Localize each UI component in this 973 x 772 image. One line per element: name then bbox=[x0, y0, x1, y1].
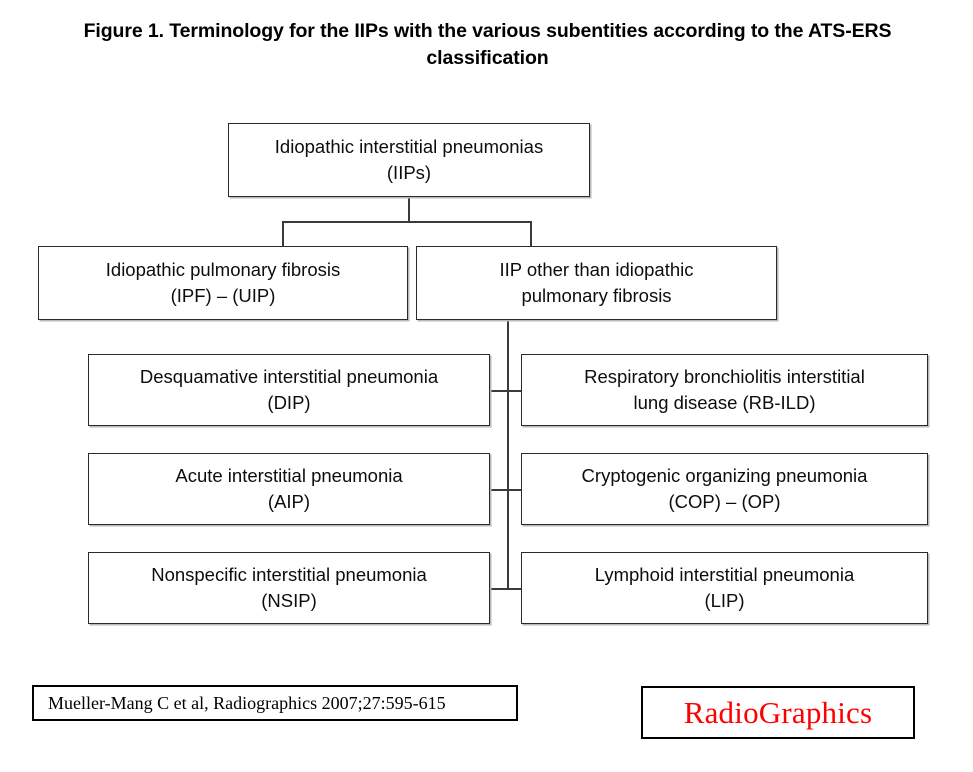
node-ipf-line-1: Idiopathic pulmonary fibrosis bbox=[105, 259, 341, 280]
node-aip-line-2: (AIP) bbox=[267, 491, 311, 512]
node-aip-line-1: Acute interstitial pneumonia bbox=[175, 465, 403, 486]
node-respiratory-bronchiolitis-ild[interactable]: Respiratory bronchiolitis interstitial l… bbox=[521, 354, 928, 426]
figure-title: Figure 1. Terminology for the IIPs with … bbox=[30, 18, 945, 72]
connector-stub-aip bbox=[490, 489, 508, 491]
connector-stub-lip bbox=[507, 588, 521, 590]
node-lip-line-1: Lymphoid interstitial pneumonia bbox=[594, 564, 855, 585]
node-cryptogenic-organizing-pneumonia[interactable]: Cryptogenic organizing pneumonia (COP) –… bbox=[521, 453, 928, 525]
figure-title-line-2: classification bbox=[426, 47, 549, 69]
citation-box: Mueller-Mang C et al, Radiographics 2007… bbox=[32, 685, 518, 721]
connector-root-split-bar bbox=[282, 221, 532, 223]
radiographics-logo-box: RadioGraphics bbox=[641, 686, 915, 739]
connector-to-other bbox=[530, 221, 532, 246]
connector-stub-nsip bbox=[490, 588, 508, 590]
node-nsip-line-2: (NSIP) bbox=[261, 590, 317, 611]
connector-stub-rbild bbox=[507, 390, 521, 392]
node-cop-line-2: (COP) – (OP) bbox=[668, 491, 781, 512]
node-lymphoid-interstitial-pneumonia[interactable]: Lymphoid interstitial pneumonia (LIP) bbox=[521, 552, 928, 624]
connector-stub-cop bbox=[507, 489, 521, 491]
node-nonspecific-interstitial-pneumonia[interactable]: Nonspecific interstitial pneumonia (NSIP… bbox=[88, 552, 490, 624]
node-idiopathic-pulmonary-fibrosis[interactable]: Idiopathic pulmonary fibrosis (IPF) – (U… bbox=[38, 246, 408, 320]
node-rbild-line-1: Respiratory bronchiolitis interstitial bbox=[584, 366, 865, 387]
citation-text: Mueller-Mang C et al, Radiographics 2007… bbox=[48, 692, 446, 713]
connector-spine bbox=[507, 320, 509, 589]
node-root-line-2: (IIPs) bbox=[386, 162, 432, 183]
node-cop-line-1: Cryptogenic organizing pneumonia bbox=[581, 465, 868, 486]
node-idiopathic-interstitial-pneumonias[interactable]: Idiopathic interstitial pneumonias (IIPs… bbox=[228, 123, 590, 197]
connector-stub-dip bbox=[490, 390, 508, 392]
node-rbild-line-2: lung disease (RB-ILD) bbox=[633, 392, 816, 413]
node-ipf-line-2: (IPF) – (UIP) bbox=[170, 285, 276, 306]
node-iip-other-than-ipf[interactable]: IIP other than idiopathic pulmonary fibr… bbox=[416, 246, 777, 320]
node-lip-line-2: (LIP) bbox=[704, 590, 745, 611]
node-dip-line-1: Desquamative interstitial pneumonia bbox=[139, 366, 439, 387]
radiographics-logo-text: RadioGraphics bbox=[683, 694, 873, 730]
node-root-line-1: Idiopathic interstitial pneumonias bbox=[274, 136, 544, 157]
node-desquamative-interstitial-pneumonia[interactable]: Desquamative interstitial pneumonia (DIP… bbox=[88, 354, 490, 426]
connector-root-stem bbox=[408, 197, 410, 223]
figure-title-line-1: Figure 1. Terminology for the IIPs with … bbox=[83, 20, 892, 42]
connector-to-ipf bbox=[282, 221, 284, 246]
node-acute-interstitial-pneumonia[interactable]: Acute interstitial pneumonia (AIP) bbox=[88, 453, 490, 525]
node-dip-line-2: (DIP) bbox=[267, 392, 311, 413]
node-nsip-line-1: Nonspecific interstitial pneumonia bbox=[151, 564, 427, 585]
node-other-line-2: pulmonary fibrosis bbox=[521, 285, 672, 306]
node-other-line-1: IIP other than idiopathic bbox=[499, 259, 694, 280]
